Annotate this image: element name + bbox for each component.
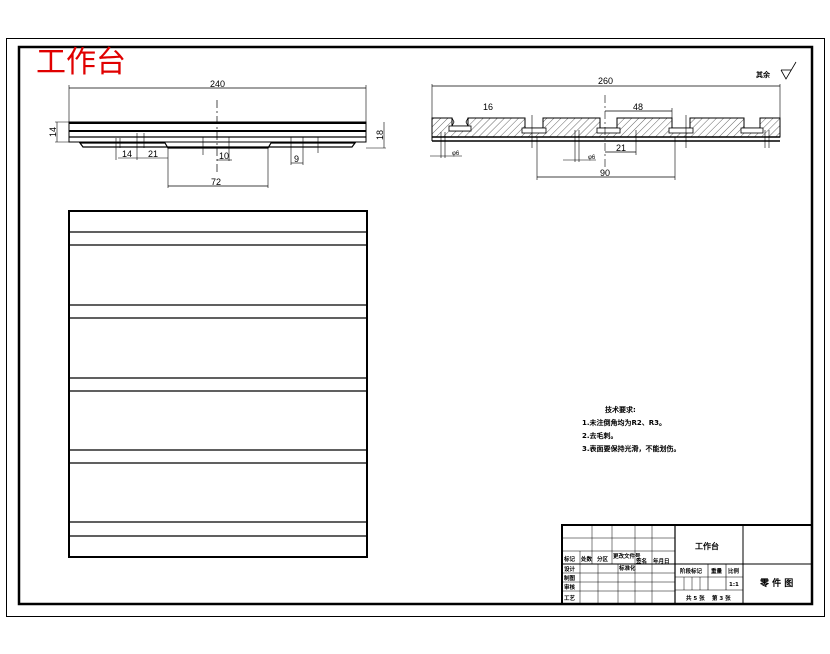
roughness-label: 其余	[756, 70, 771, 79]
scale-value: 1:1	[729, 582, 739, 588]
top-view	[55, 85, 386, 188]
part-name: 工作台	[695, 541, 719, 551]
dim-10: 10	[219, 151, 229, 161]
drawing-type: 零 件 图	[759, 577, 793, 589]
header-change-doc: 更改文件号	[613, 552, 641, 560]
requirements-heading: 技术要求:	[605, 405, 636, 414]
header-zone: 分区	[597, 555, 609, 563]
requirement-item: 1.未注倒角均为R2、R3。	[582, 418, 666, 427]
dim-90: 90	[600, 168, 610, 178]
header-signature: 签名	[635, 557, 647, 565]
role-design: 设计	[564, 565, 576, 573]
sheet-number: 第 3 张	[712, 594, 731, 602]
dim-phi6-left: φ6	[452, 151, 460, 157]
dim-260: 260	[598, 76, 613, 86]
header-date: 年月日	[653, 557, 670, 565]
requirement-item: 3.表面要保持光滑，不能划伤。	[582, 444, 681, 453]
dim-phi6-mid: φ6	[588, 155, 596, 161]
dim-18: 18	[375, 130, 385, 140]
role-process: 工艺	[564, 594, 576, 602]
roughness-check-icon	[780, 61, 797, 80]
role-draw: 制图	[564, 574, 576, 582]
technical-requirements: 技术要求: 1.未注倒角均为R2、R3。 2.去毛刺。 3.表面要保持光滑，不能…	[582, 405, 681, 453]
requirement-item: 2.去毛刺。	[582, 431, 618, 440]
stage-mark-label: 阶段标记	[680, 567, 703, 575]
outer-border	[6, 38, 825, 617]
weight-label: 重量	[711, 567, 723, 575]
blank-table	[68, 210, 368, 558]
dim-16: 16	[483, 102, 493, 112]
standardization-label: 标准化	[618, 564, 636, 572]
header-mark: 标记	[563, 555, 576, 563]
dim-14: 14	[122, 149, 132, 159]
section-view	[430, 84, 781, 180]
header-count: 处数	[580, 555, 593, 563]
role-check: 审核	[564, 583, 576, 591]
dim-9: 9	[294, 154, 299, 164]
dim-21: 21	[148, 149, 158, 159]
dim-21-section: 21	[616, 143, 626, 153]
sheet-total: 共 5 张	[686, 594, 705, 602]
dim-72: 72	[211, 177, 221, 187]
scale-label: 比例	[728, 567, 740, 575]
drawing-title: 工作台	[36, 45, 126, 80]
dim-14-height: 14	[48, 127, 58, 137]
inner-border	[17, 45, 814, 606]
title-block	[561, 524, 813, 605]
dim-48: 48	[633, 102, 643, 112]
dim-240: 240	[210, 79, 225, 89]
